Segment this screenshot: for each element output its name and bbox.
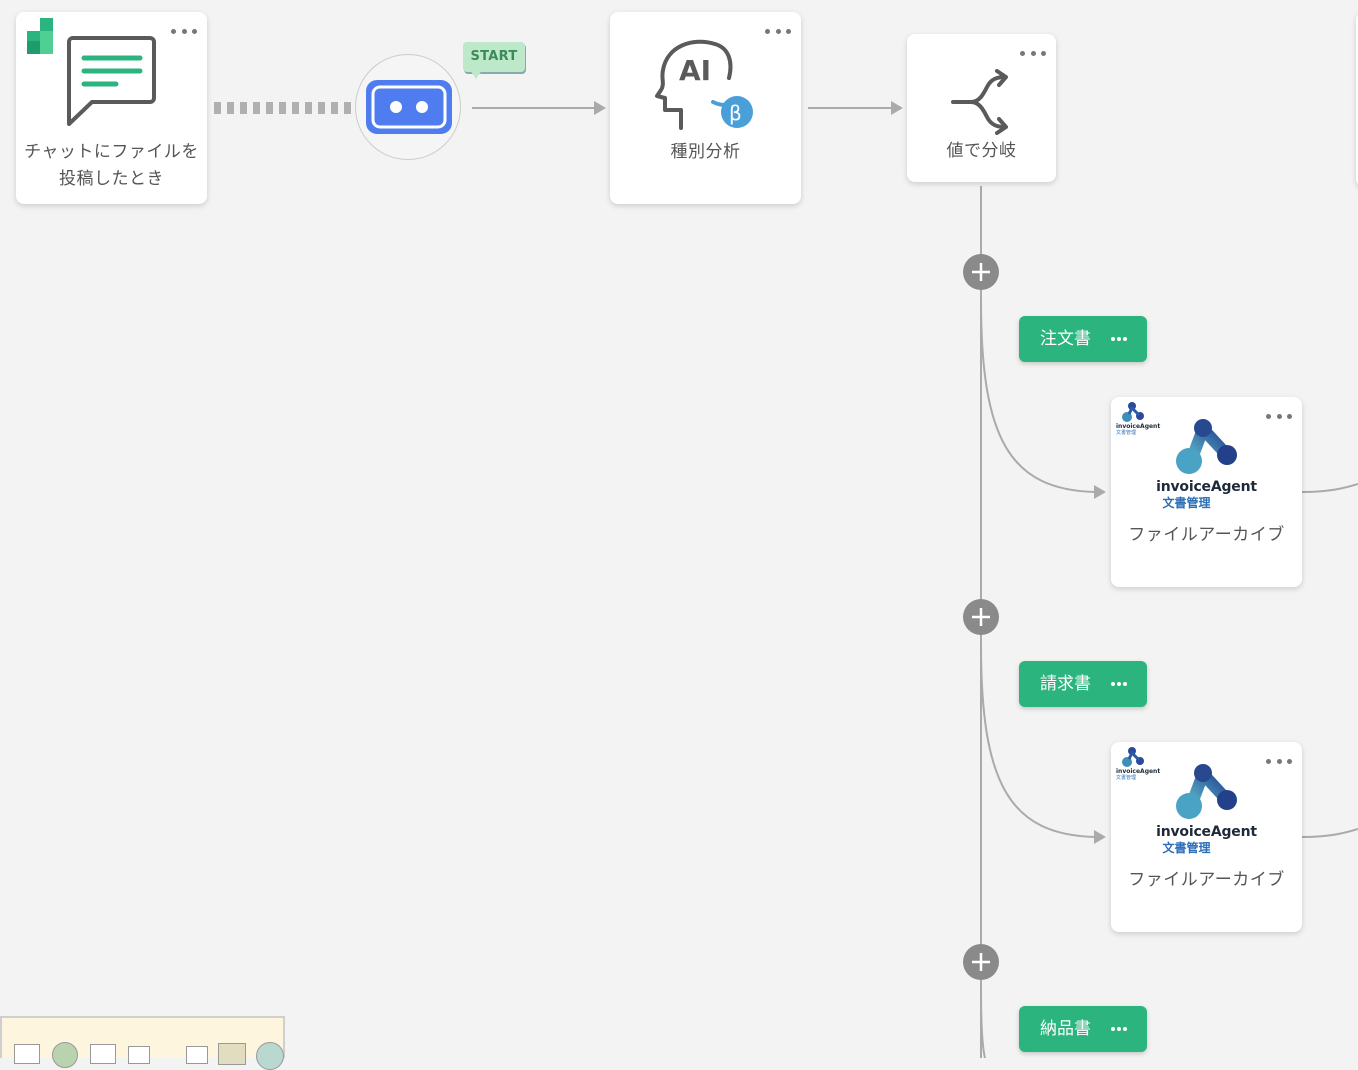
branch-condition-menu-button[interactable] <box>1111 1026 1127 1032</box>
start-badge: START <box>463 42 525 72</box>
brand-name: invoiceAgent <box>1156 824 1257 840</box>
ai-node-label: 種別分析 <box>670 142 741 162</box>
minimap-node <box>52 1042 78 1068</box>
branch-condition-label: 請求書 <box>1040 674 1091 694</box>
app-logo-icon <box>27 18 53 54</box>
invoiceagent-brand: invoiceAgent 文書管理 <box>1111 824 1302 856</box>
branch-2-curve <box>980 644 1097 838</box>
invoiceagent-logo-icon <box>1122 747 1144 767</box>
invoiceagent-logo-icon <box>1122 402 1144 422</box>
invoiceagent-logo-icon <box>1176 764 1237 819</box>
mini-brand-sub: 文書管理 <box>1116 775 1137 781</box>
minimap-node <box>128 1046 150 1064</box>
minimap[interactable] <box>0 1016 285 1070</box>
branch-node[interactable]: 値で分岐 <box>907 34 1056 182</box>
invoiceagent-logo-icon <box>1176 419 1237 474</box>
branch-condition-menu-button[interactable] <box>1111 681 1127 687</box>
file-archive-node[interactable]: invoiceAgent 文書管理 invoiceAgent 文書管理 ファイル… <box>1111 742 1302 932</box>
mini-brand-sub: 文書管理 <box>1116 430 1137 436</box>
bot-to-ai-arrow <box>594 101 606 115</box>
mini-brand-name: invoiceAgent <box>1116 768 1161 775</box>
branch-split-icon <box>951 69 1008 135</box>
start-badge-tail <box>470 70 482 79</box>
minimap-node <box>218 1043 246 1065</box>
action-2-out <box>1301 828 1358 838</box>
plus-icon <box>972 608 990 626</box>
add-step-button[interactable] <box>963 599 999 635</box>
action-1-out <box>1301 483 1358 493</box>
branch-2-arrow <box>1094 830 1106 844</box>
minimap-node <box>14 1044 40 1064</box>
add-step-button[interactable] <box>963 944 999 980</box>
brand-sub: 文書管理 <box>1162 841 1211 855</box>
minimap-node <box>256 1042 284 1070</box>
branch-1-arrow <box>1094 485 1106 499</box>
branch-1-curve <box>980 299 1097 493</box>
ai-to-branch-arrow <box>891 101 903 115</box>
plus-icon <box>972 263 990 281</box>
brand-sub: 文書管理 <box>1162 496 1211 510</box>
action-menu-button[interactable] <box>1266 754 1292 768</box>
invoiceagent-mini-logo: invoiceAgent 文書管理 <box>1116 401 1161 436</box>
chat-message-icon <box>67 36 156 126</box>
ai-node-menu-button[interactable] <box>765 24 791 38</box>
branch-condition-order[interactable]: 注文書 <box>1019 316 1147 362</box>
trigger-menu-button[interactable] <box>171 24 197 38</box>
file-archive-node[interactable]: invoiceAgent 文書管理 invoiceAgent 文書管理 ファイル… <box>1111 397 1302 587</box>
branch-condition-label: 納品書 <box>1040 1019 1091 1039</box>
bot-node[interactable] <box>355 54 461 160</box>
ai-analysis-node[interactable]: AI β 種別分析 <box>610 12 801 204</box>
action-label: ファイルアーカイブ <box>1128 870 1285 890</box>
minimap-node <box>90 1044 116 1064</box>
mini-brand-name: invoiceAgent <box>1116 423 1161 430</box>
invoiceagent-brand: invoiceAgent 文書管理 <box>1111 479 1302 511</box>
branch-node-menu-button[interactable] <box>1020 46 1046 60</box>
trigger-node[interactable]: チャットにファイルを 投稿したとき <box>16 12 207 204</box>
branch-condition-menu-button[interactable] <box>1111 336 1127 342</box>
branch-3-curve <box>980 989 986 1058</box>
action-menu-button[interactable] <box>1266 409 1292 423</box>
trigger-label: チャットにファイルを 投稿したとき <box>16 139 207 193</box>
trigger-label-line1: チャットにファイルを <box>24 142 199 162</box>
next-node-partial[interactable] <box>1356 12 1358 187</box>
branch-condition-delivery[interactable]: 納品書 <box>1019 1006 1147 1052</box>
branch-condition-label: 注文書 <box>1040 329 1091 349</box>
beta-badge: β <box>729 101 742 125</box>
action-label: ファイルアーカイブ <box>1128 525 1285 545</box>
minimap-node <box>186 1046 208 1064</box>
invoiceagent-mini-logo: invoiceAgent 文書管理 <box>1116 746 1161 781</box>
plus-icon <box>972 953 990 971</box>
ai-head-icon: AI β <box>655 39 753 130</box>
branch-node-label: 値で分岐 <box>946 141 1017 161</box>
add-step-button[interactable] <box>963 254 999 290</box>
brand-name: invoiceAgent <box>1156 479 1257 495</box>
robot-icon <box>366 80 452 134</box>
svg-text:AI: AI <box>679 54 711 87</box>
branch-condition-invoice[interactable]: 請求書 <box>1019 661 1147 707</box>
trigger-label-line2: 投稿したとき <box>59 169 164 189</box>
